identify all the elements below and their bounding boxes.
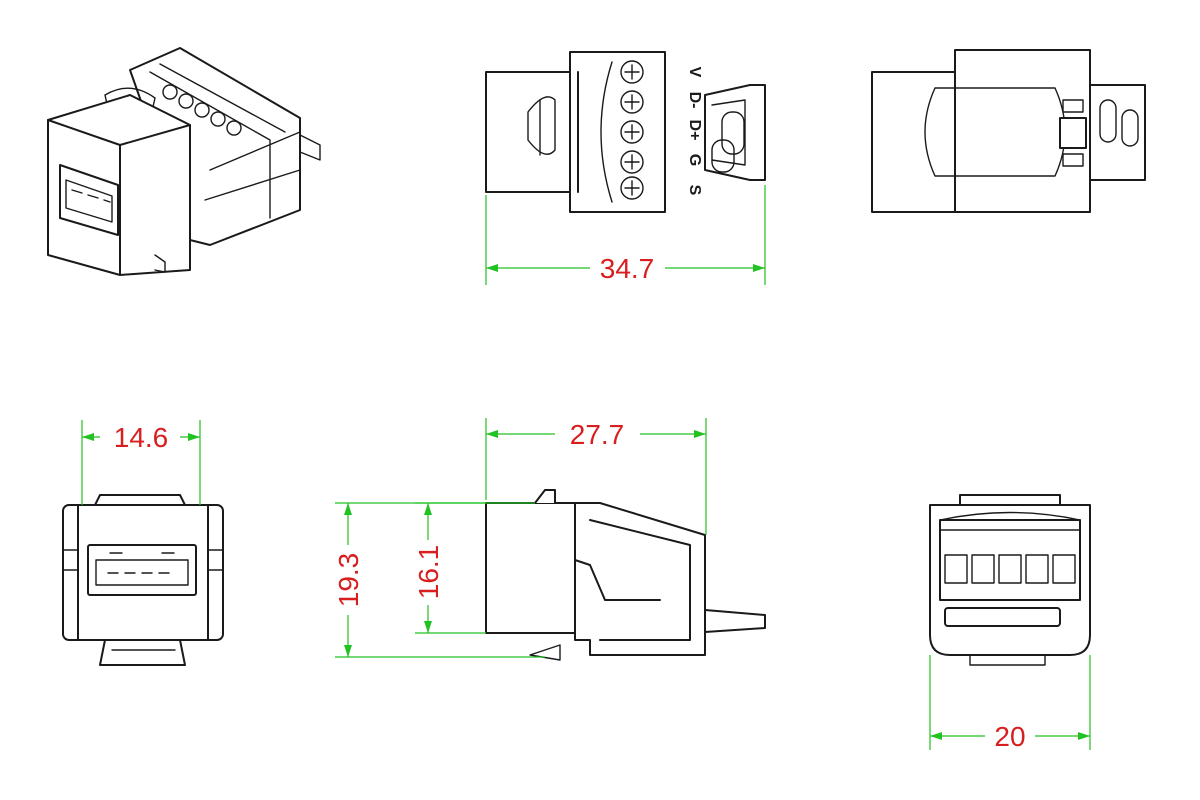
- top-view: S G D+ D- V: [485, 51, 766, 213]
- terminal-screws: [620, 60, 644, 200]
- dimension-label-side-total-height: 19.3: [333, 553, 364, 608]
- pin-label-s: S: [686, 185, 703, 196]
- isometric-view: [47, 47, 321, 276]
- dimension-rear-width: 20: [929, 655, 1091, 752]
- rear-view: [929, 494, 1091, 666]
- terminal-slots: [944, 554, 1076, 584]
- pin-label-dplus: D+: [686, 120, 703, 141]
- underside-view: [871, 49, 1146, 213]
- front-view: [62, 494, 224, 666]
- dimension-label-front-width: 14.6: [114, 422, 169, 453]
- side-view: [485, 489, 766, 661]
- dimension-label-rear-width: 20: [994, 721, 1025, 752]
- pin-label-v: V: [686, 67, 703, 78]
- dimension-label-top-length: 34.7: [600, 253, 655, 284]
- dimension-top-length: 34.7: [485, 185, 766, 285]
- dimension-side-body-height: 16.1: [413, 502, 486, 634]
- dimension-label-side-body-height: 16.1: [413, 545, 444, 600]
- pin-labels: S G D+ D- V: [686, 67, 703, 196]
- dimension-side-length: 27.7: [485, 418, 707, 535]
- dimension-label-side-length: 27.7: [570, 419, 625, 450]
- pin-label-dminus: D-: [686, 92, 703, 109]
- pin-label-g: G: [686, 154, 703, 166]
- dimension-front-width: 14.6: [81, 420, 201, 505]
